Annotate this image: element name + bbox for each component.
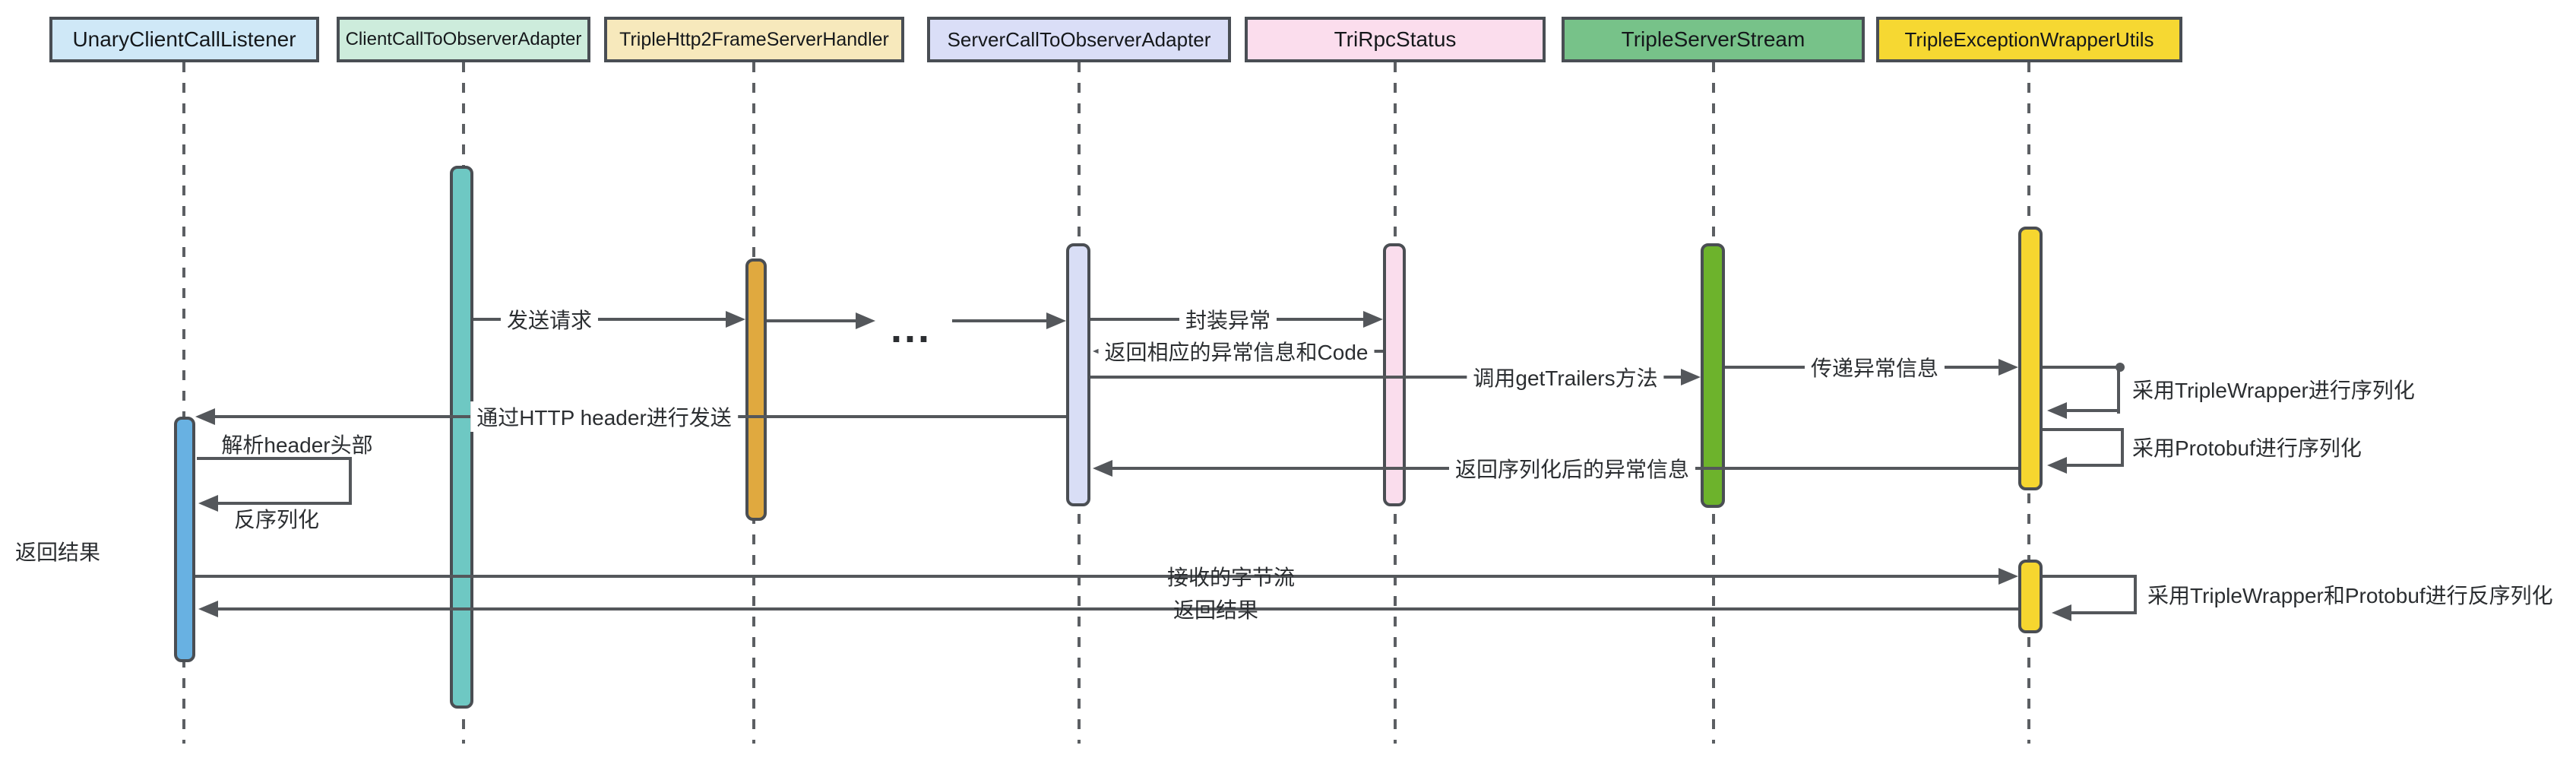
message-label-received-byte-stream: 接收的字节流	[1166, 566, 1296, 589]
participant-label: ServerCallToObserverAdapter	[947, 27, 1211, 51]
selfloop-triplewrapper-bottom	[2065, 409, 2120, 412]
participant-unary-client-call-listener: UnaryClientCallListener	[49, 17, 319, 62]
selfloop-deserialize-bottom	[2070, 611, 2137, 614]
arrowhead-return-serialized-exception	[1093, 460, 1112, 477]
activation-triple-exception-wrapper-utils-2	[2018, 560, 2043, 633]
participant-label: TriRpcStatus	[1334, 27, 1457, 51]
message-line-return-result	[217, 607, 2018, 611]
lifeline-unary-client-call-listener	[182, 62, 185, 744]
message-line-relay-2	[952, 319, 1048, 322]
activation-tri-rpc-status	[1383, 243, 1406, 506]
selfloop-triplewrapper-right	[2117, 366, 2120, 414]
selfloop-label-parse-header: 解析header头部	[221, 433, 373, 457]
message-label-send-via-http-header: 通过HTTP header进行发送	[470, 401, 738, 432]
selfloop-triplewrapper-arrowhead	[2047, 402, 2067, 419]
arrowhead-wrap-exception	[1363, 311, 1383, 328]
activation-triple-server-stream	[1701, 243, 1725, 508]
participant-label: UnaryClientCallListener	[72, 27, 296, 51]
selfloop-protobuf-top	[2043, 428, 2124, 431]
participant-client-call-to-observer-adapter: ClientCallToObserverAdapter	[337, 17, 590, 62]
message-label-return-serialized-exception: 返回序列化后的异常信息	[1448, 453, 1696, 484]
participant-label: TripleServerStream	[1621, 27, 1805, 51]
selfloop-parse-header-bottom	[217, 502, 352, 505]
selfloop-label-protobuf-serialize: 采用Protobuf进行序列化	[2132, 436, 2362, 460]
activation-triple-http2-frame-server-handler	[745, 258, 767, 521]
arrowhead-relay-1	[856, 312, 875, 329]
activation-client-call-to-observer-adapter	[450, 166, 473, 709]
selfloop-label-triplewrapper-protobuf-deserialize: 采用TripleWrapper和Protobuf进行反序列化	[2147, 584, 2553, 607]
arrowhead-pass-exception-info	[1998, 359, 2018, 376]
selfloop-parse-header-top	[197, 457, 352, 460]
arrowhead-call-get-trailers	[1681, 369, 1701, 385]
participant-triple-http2-frame-server-handler: TripleHttp2FrameServerHandler	[604, 17, 904, 62]
activation-unary-client-call-listener	[174, 417, 195, 662]
free-label-return-result: 返回结果	[15, 541, 101, 564]
message-line-relay-1	[767, 319, 857, 322]
arrowhead-relay-2	[1046, 312, 1066, 329]
message-label-pass-exception-info: 传递异常信息	[1804, 352, 1945, 382]
selfloop-label-triplewrapper-serialize: 采用TripleWrapper进行序列化	[2132, 379, 2415, 402]
selfloop-protobuf-arrowhead	[2047, 457, 2067, 474]
selfloop-triplewrapper-top	[2043, 366, 2120, 369]
selfloop-label-deserialize: 反序列化	[233, 508, 320, 531]
message-label-call-get-trailers: 调用getTrailers方法	[1467, 362, 1664, 392]
message-line-received-byte-stream	[195, 575, 2000, 578]
selfloop-protobuf-bottom	[2065, 464, 2124, 467]
participant-triple-exception-wrapper-utils: TripleExceptionWrapperUtils	[1876, 17, 2182, 62]
selfloop-deserialize-top	[2043, 575, 2137, 578]
selfloop-deserialize-arrowhead	[2052, 604, 2071, 621]
arrowhead-send-via-http-header	[195, 408, 215, 425]
selfloop-protobuf-right	[2121, 428, 2124, 467]
message-label-wrap-exception: 封装异常	[1179, 304, 1277, 335]
activation-triple-exception-wrapper-utils	[2018, 227, 2043, 490]
selfloop-parse-header-right	[349, 457, 352, 505]
participant-server-call-to-observer-adapter: ServerCallToObserverAdapter	[927, 17, 1231, 62]
message-label-send-request: 发送请求	[500, 304, 599, 335]
participant-label: ClientCallToObserverAdapter	[345, 29, 582, 49]
message-label-return-result: 返回结果	[1172, 598, 1259, 622]
arrowhead-received-byte-stream	[1998, 568, 2018, 585]
participant-triple-server-stream: TripleServerStream	[1562, 17, 1865, 62]
selfloop-deserialize-right	[2134, 575, 2137, 614]
selfloop-triplewrapper-dot	[2116, 363, 2125, 372]
participant-label: TripleExceptionWrapperUtils	[1904, 27, 2154, 51]
message-label-return-exception-code: 返回相应的异常信息和Code	[1098, 336, 1375, 366]
arrowhead-send-request	[726, 311, 745, 328]
participant-label: TripleHttp2FrameServerHandler	[619, 28, 889, 50]
message-line-call-get-trailers	[1090, 376, 1682, 379]
participant-tri-rpc-status: TriRpcStatus	[1245, 17, 1546, 62]
arrowhead-return-result	[198, 601, 218, 617]
activation-server-call-to-observer-adapter	[1066, 243, 1090, 506]
message-line-send-request	[473, 318, 727, 321]
selfloop-parse-header-arrowhead	[198, 495, 218, 512]
